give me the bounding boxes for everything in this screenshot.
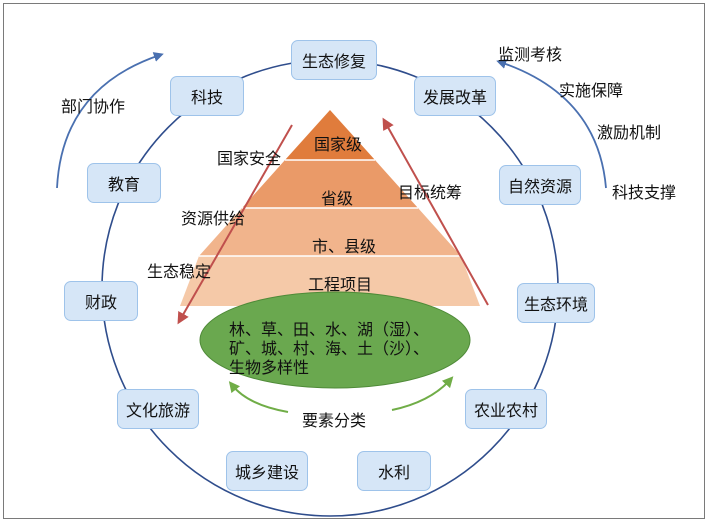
dept-culture-tourism-box: 文化旅游 [117, 389, 199, 429]
label-target-coordination: 目标统筹 [398, 183, 463, 202]
label-resource-supply: 资源供给 [181, 209, 246, 228]
tier-label-city-county: 市、县级 [311, 237, 377, 256]
tier-label-national: 国家级 [313, 135, 363, 154]
pyramid-tier-city-county [199, 208, 461, 256]
dept-culture-tourism-label: 文化旅游 [125, 401, 190, 420]
green-arrow-left [228, 381, 289, 413]
dept-finance-label: 财政 [84, 293, 117, 312]
dept-eco-environment-box: 生态环境 [517, 283, 595, 323]
tier-label-project: 工程项目 [307, 275, 373, 294]
dept-natural-resources-label: 自然资源 [507, 177, 572, 196]
label-department-collaboration: 部门协作 [61, 97, 126, 116]
dept-urban-rural-label: 城乡建设 [234, 463, 299, 482]
element-ellipse [199, 291, 471, 389]
red-arrow-down [177, 124, 293, 325]
dept-agriculture-box: 农业农村 [465, 389, 547, 429]
collaboration-arrow [56, 52, 164, 189]
dept-natural-resources-box: 自然资源 [499, 165, 581, 205]
dept-eco-restoration-box: 生态修复 [291, 40, 377, 80]
label-element-classification: 要素分类 [302, 411, 367, 430]
dept-education-box: 教育 [87, 163, 161, 203]
tier-label-provincial: 省级 [320, 189, 354, 208]
dept-water-label: 水利 [377, 463, 410, 482]
label-eco-stability: 生态稳定 [147, 262, 212, 281]
diagram-frame [3, 3, 705, 519]
dept-education-label: 教育 [107, 175, 140, 194]
label-national-security: 国家安全 [217, 149, 282, 168]
pyramid-tier-national [285, 110, 375, 160]
label-implementation-guarantee: 实施保障 [559, 81, 624, 100]
pyramid-tier-project [180, 256, 480, 306]
dept-agriculture-label: 农业农村 [473, 401, 538, 420]
dept-development-reform-box: 发展改革 [414, 76, 496, 116]
label-monitoring-assessment: 监测考核 [498, 45, 563, 64]
dept-eco-environment-label: 生态环境 [523, 295, 588, 314]
pyramid-tier-provincial [242, 160, 418, 208]
dept-technology-label: 科技 [190, 88, 223, 107]
element-types-text: 林、草、田、水、湖（湿）、 矿、城、村、海、土（沙）、 生物多样性 [229, 320, 469, 377]
element-types-line-2: 矿、城、村、海、土（沙）、 [229, 339, 430, 358]
dept-urban-rural-box: 城乡建设 [226, 451, 308, 491]
dept-eco-restoration-label: 生态修复 [301, 52, 366, 71]
green-arrow-right [391, 376, 454, 411]
label-tech-support: 科技支撑 [612, 183, 677, 202]
element-types-line-3: 生物多样性 [229, 358, 310, 377]
support-arrow [496, 59, 607, 189]
element-types-line-1: 林、草、田、水、湖（湿）、 [229, 320, 430, 339]
dept-development-reform-label: 发展改革 [422, 88, 487, 107]
dept-technology-box: 科技 [170, 76, 244, 116]
dept-water-box: 水利 [357, 451, 431, 491]
dept-finance-box: 财政 [64, 281, 138, 321]
red-arrow-up [382, 117, 489, 306]
label-incentive-mechanism: 激励机制 [597, 123, 662, 142]
